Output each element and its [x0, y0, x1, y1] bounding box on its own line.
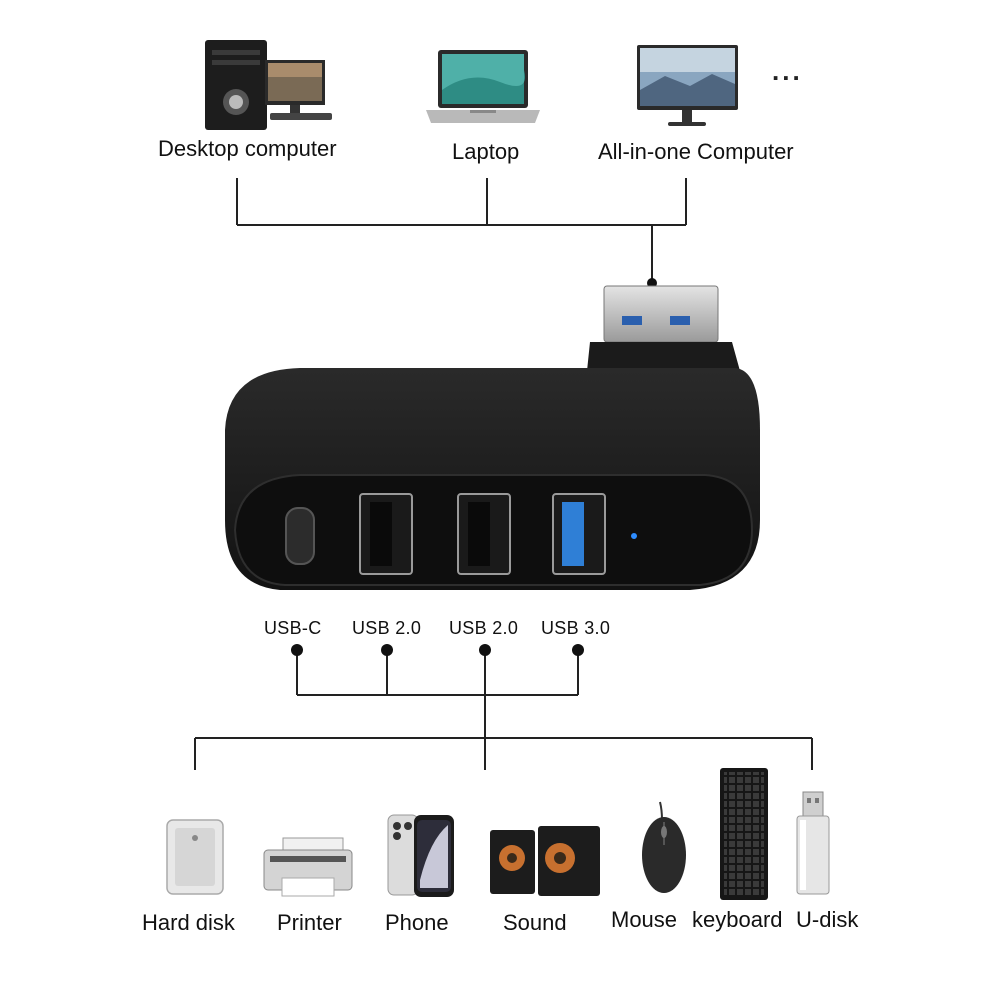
- port-label-usb-c: USB-C: [264, 618, 322, 638]
- device-label-printer: Printer: [277, 910, 342, 935]
- device-label-hard-disk: Hard disk: [142, 910, 235, 935]
- host-label-all-in-one-computer: All-in-one Computer: [598, 139, 794, 164]
- more-hosts-ellipsis: ...: [772, 56, 803, 86]
- device-label-u-disk: U-disk: [796, 907, 859, 932]
- port-label-usb-2-0-first: USB 2.0: [352, 618, 422, 638]
- device-label-mouse: Mouse: [611, 907, 678, 932]
- device-label-sound: Sound: [503, 910, 567, 935]
- port-label-usb-2-0-second: USB 2.0: [449, 618, 519, 638]
- device-label-keyboard: keyboard: [692, 907, 783, 932]
- host-label-laptop: Laptop: [452, 139, 520, 164]
- device-label-phone: Phone: [385, 910, 449, 935]
- host-label-desktop-computer: Desktop computer: [158, 136, 337, 161]
- port-label-usb-3-0: USB 3.0: [541, 618, 611, 638]
